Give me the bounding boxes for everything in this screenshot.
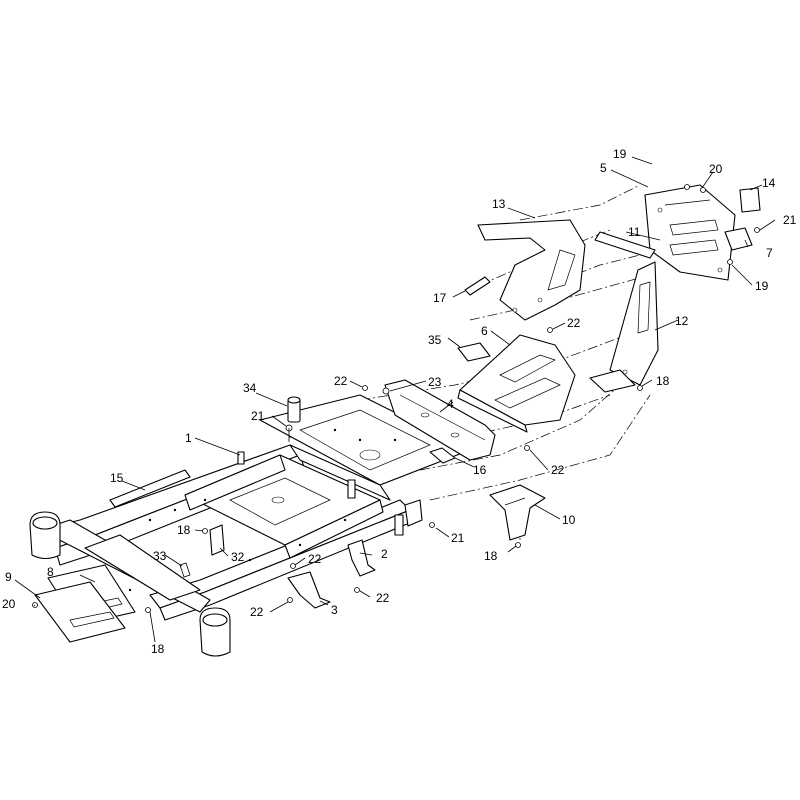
- callout-18-a: 18: [177, 523, 191, 537]
- callout-8: 8: [47, 565, 54, 579]
- callout-21-a: 21: [251, 409, 265, 423]
- fasteners: [32, 187, 706, 613]
- callout-4: 4: [447, 397, 454, 411]
- bolt-18-d: [515, 542, 521, 548]
- callout-22-c: 22: [551, 463, 565, 477]
- callout-33: 33: [153, 549, 167, 563]
- callout-22-d: 22: [308, 552, 322, 566]
- callout-12: 12: [675, 314, 689, 328]
- main-frame: [29, 394, 471, 657]
- callout-9: 9: [5, 570, 12, 584]
- decal-14: [739, 187, 761, 213]
- callout-1: 1: [185, 431, 192, 445]
- callout-5: 5: [600, 161, 607, 175]
- callout-21-b: 21: [783, 213, 797, 227]
- callout-22-f: 22: [376, 591, 390, 605]
- seat-plate-6: [457, 334, 576, 433]
- screw-33: [179, 562, 191, 578]
- decal-35: [457, 342, 491, 362]
- callout-20-a: 20: [709, 162, 723, 176]
- console-13: [477, 219, 586, 321]
- bolt-21-b: [754, 227, 760, 233]
- bracket-32: [209, 524, 225, 556]
- bracket-2: [347, 539, 376, 577]
- side-panel-12: [609, 261, 659, 386]
- bolt-18-c: [637, 385, 643, 391]
- crossmember-4: [384, 379, 496, 461]
- plate-12-base: [589, 369, 636, 393]
- callout-6: 6: [481, 324, 488, 338]
- callout-19-a: 19: [613, 147, 627, 161]
- bracket-3: [287, 571, 331, 609]
- callout-10: 10: [562, 513, 576, 527]
- rear-panel-5: [644, 184, 736, 281]
- callout-16: 16: [473, 463, 487, 477]
- leader-lines: [14, 156, 776, 643]
- callout-17: 17: [433, 291, 447, 305]
- callout-22-b: 22: [567, 316, 581, 330]
- callout-35: 35: [428, 333, 442, 347]
- callout-7: 7: [766, 246, 773, 260]
- callout-18-d: 18: [484, 549, 498, 563]
- front-shield-9: [34, 581, 126, 643]
- callout-23: 23: [428, 375, 442, 389]
- screw-19-a: [684, 184, 690, 190]
- callout-3: 3: [331, 603, 338, 617]
- callout-22-e: 22: [250, 605, 264, 619]
- callout-20-b: 20: [2, 597, 16, 611]
- callout-15: 15: [110, 471, 124, 485]
- callout-14: 14: [762, 176, 776, 190]
- bracket-7: [724, 227, 753, 251]
- callout-13: 13: [492, 197, 506, 211]
- bracket-10: [489, 484, 546, 541]
- decal-15: [109, 469, 191, 508]
- frame-holes: [98, 428, 397, 592]
- callout-21-c: 21: [451, 531, 465, 545]
- callout-22-a: 22: [334, 374, 348, 388]
- callout-18-c: 18: [656, 374, 670, 388]
- callout-labels: 1 2 3 4 5 6 7 8 9 10 11 12 13 14 15 16 1…: [2, 147, 797, 656]
- callout-34: 34: [243, 381, 257, 395]
- callout-11: 11: [628, 225, 641, 239]
- callout-2: 2: [381, 547, 388, 561]
- callout-19-b: 19: [755, 279, 769, 293]
- knob-17: [464, 276, 491, 296]
- nut-23: [382, 387, 390, 395]
- bumper-34: [287, 396, 301, 423]
- bolt-18-a: [202, 528, 208, 534]
- callout-18-b: 18: [151, 642, 165, 656]
- strip-11: [594, 231, 656, 259]
- callout-32: 32: [231, 550, 245, 564]
- screw-19-b: [727, 259, 733, 265]
